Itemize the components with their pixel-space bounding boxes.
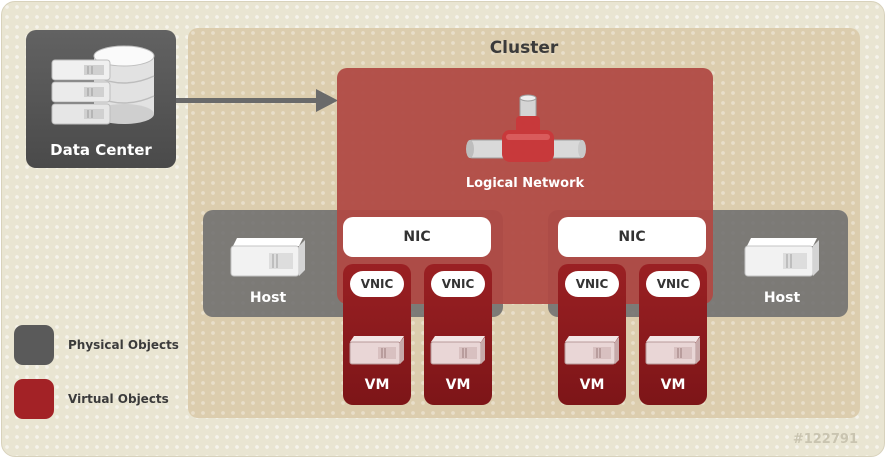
- nic-box: NIC: [343, 217, 491, 257]
- vm-label: VM: [364, 377, 390, 393]
- logical-network-label: Logical Network: [465, 176, 585, 191]
- vnic-label: VNIC: [646, 271, 700, 297]
- arrow-right-icon: [176, 89, 338, 112]
- server-icon: [230, 238, 305, 277]
- legend-virtual-swatch: [14, 379, 54, 419]
- vm-label: VM: [579, 377, 605, 393]
- legend-physical-label: Physical Objects: [68, 338, 179, 352]
- nic-box: NIC: [558, 217, 706, 257]
- vnic-label: VNIC: [350, 271, 404, 297]
- cluster-label: Cluster: [489, 38, 559, 58]
- legend-virtual-label: Virtual Objects: [68, 392, 169, 406]
- watermark-id: #122791: [792, 432, 858, 447]
- legend-physical-swatch: [14, 325, 54, 365]
- pipe-tee-icon: [466, 94, 586, 162]
- server-icon: [430, 336, 485, 365]
- server-icon: [349, 336, 404, 365]
- vm-label: VM: [660, 377, 686, 393]
- server-database-icon: [51, 45, 155, 125]
- host-label: Host: [763, 290, 801, 306]
- server-icon: [564, 336, 619, 365]
- server-icon: [744, 238, 819, 277]
- datacenter-label: Data Center: [50, 141, 152, 159]
- vm-label: VM: [445, 377, 471, 393]
- server-icon: [645, 336, 700, 365]
- vnic-label: VNIC: [431, 271, 485, 297]
- vnic-label: VNIC: [565, 271, 619, 297]
- host-label: Host: [249, 290, 287, 306]
